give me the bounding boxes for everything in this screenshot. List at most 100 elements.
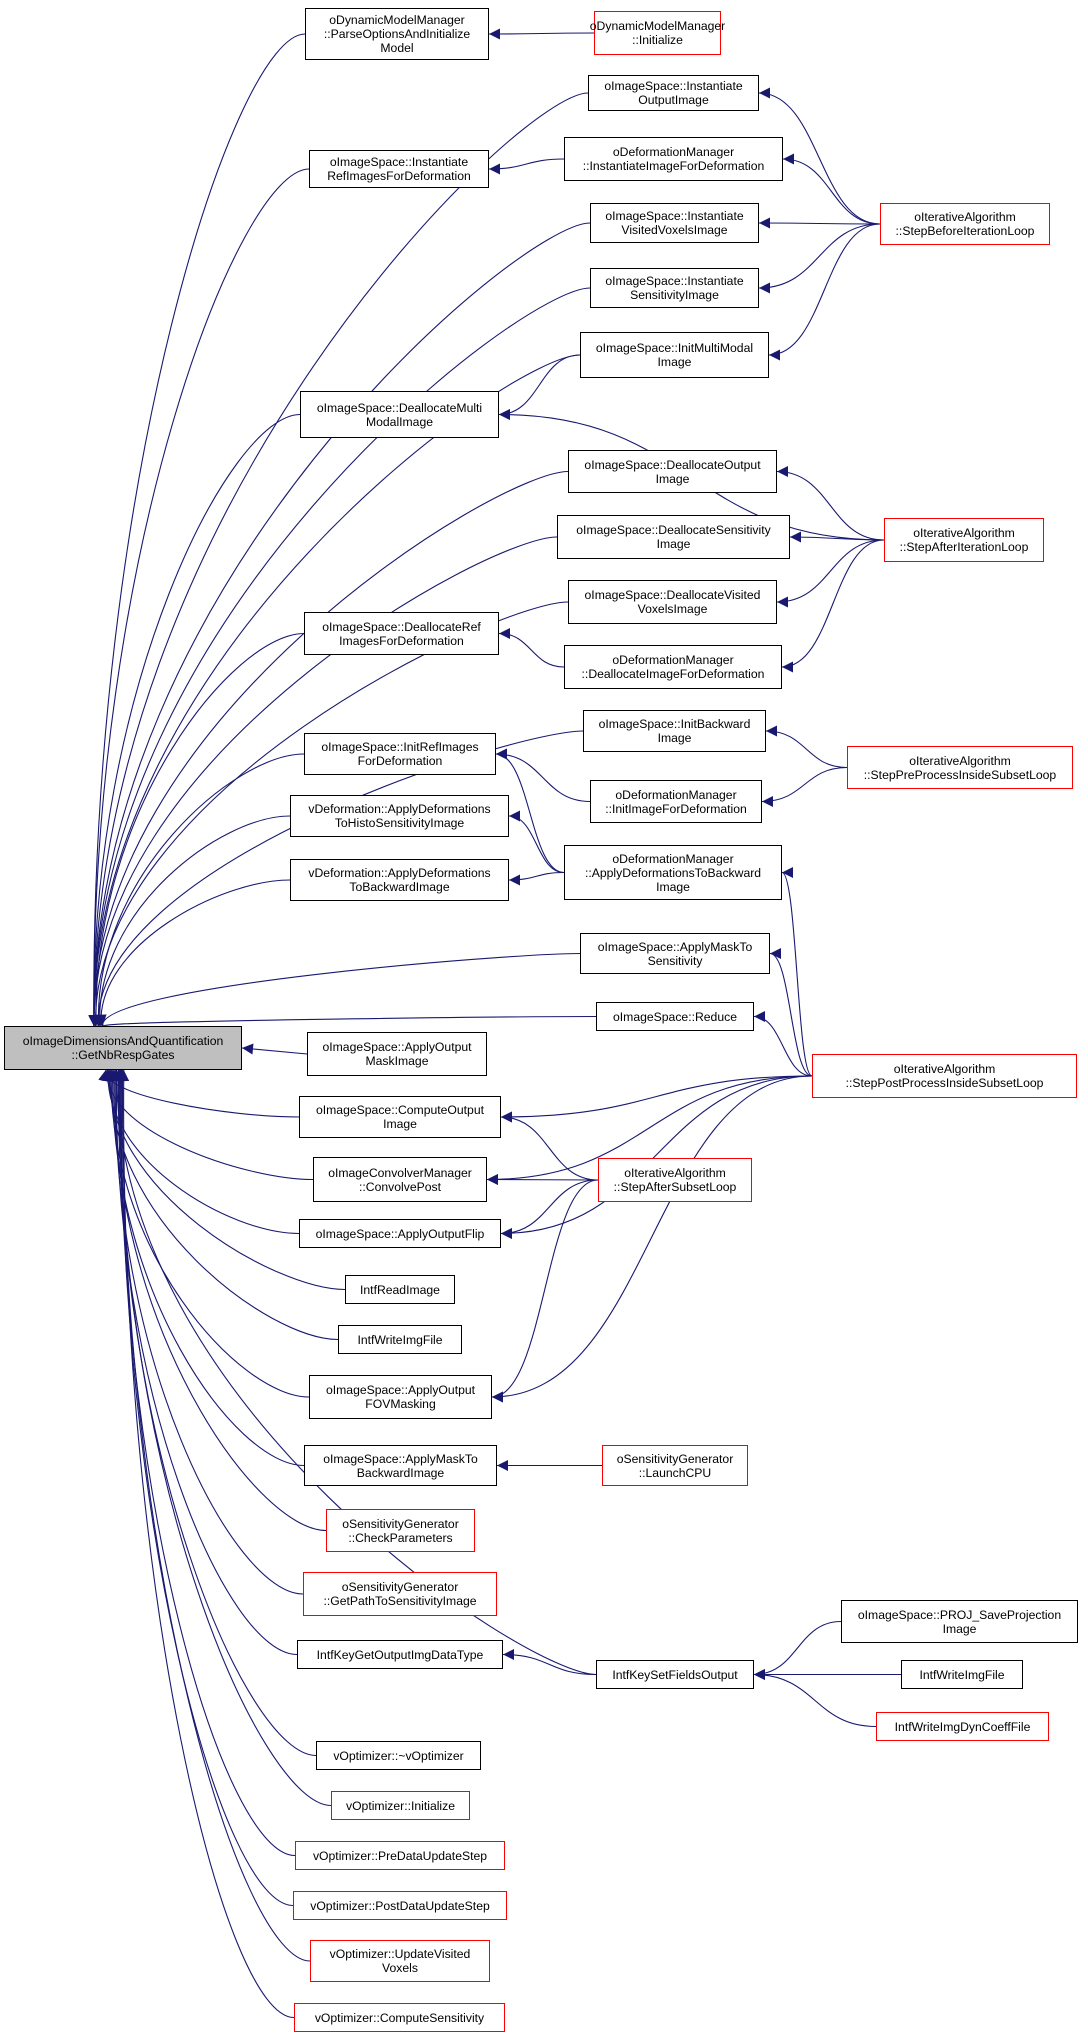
graph-node-n-inst-sens[interactable]: oImageSpace::Instantiate SensitivityImag… <box>590 268 759 308</box>
edge-n_postproc-to-n_outflip <box>500 1075 813 1239</box>
graph-node-n-writedyn[interactable]: IntfWriteImgDynCoeffFile <box>876 1712 1049 1741</box>
edge-n_keyset-to-root <box>111 1069 597 1676</box>
edge-n_dealloc_mm-to-root <box>88 413 301 1027</box>
edge-n_dealloc_sens-to-root <box>88 536 558 1027</box>
edge-n_aftersub-to-n_fov <box>491 1179 599 1403</box>
edge-n_inst_ref-to-root <box>88 168 310 1027</box>
edge-n_postproc-to-n_convpost <box>486 1075 813 1185</box>
edge-n_inst_sens-to-root <box>88 287 591 1027</box>
edge-n_after-to-n_dealloc_out <box>776 466 885 541</box>
edge-n_before-to-n_inst_sens <box>758 223 881 294</box>
edge-n_dm_apply-to-n_vdef_back <box>508 871 565 886</box>
graph-node-n-after[interactable]: oIterativeAlgorithm ::StepAfterIteration… <box>884 518 1044 562</box>
graph-node-n-inst-ref[interactable]: oImageSpace::Instantiate RefImagesForDef… <box>309 150 489 188</box>
graph-node-n-dmm-init[interactable]: oDynamicModelManager ::Initialize <box>590 11 725 55</box>
edge-n_before-to-n_initmm <box>768 223 881 361</box>
edge-n_postproc-to-n_masksens <box>769 948 813 1077</box>
edge-n_proj_save-to-n_keyset <box>753 1620 842 1680</box>
edge-n_before-to-n_inst_vis <box>758 217 881 229</box>
edge-n_parseopt-to-root <box>88 33 306 1027</box>
graph-node-n-dealloc-ref[interactable]: oImageSpace::DeallocateRef ImagesForDefo… <box>304 612 499 655</box>
graph-node-n-dm-initimg[interactable]: oDeformationManager ::InitImageForDeform… <box>590 780 762 823</box>
edge-n_aftersub-to-n_compout <box>500 1111 599 1181</box>
edge-n_vopt_comp-to-root <box>118 1069 295 2019</box>
graph-node-n-preproc[interactable]: oIterativeAlgorithm ::StepPreProcessInsi… <box>847 746 1073 789</box>
graph-node-n-postproc[interactable]: oIterativeAlgorithm ::StepPostProcessIns… <box>812 1054 1077 1098</box>
edge-n_writedyn-to-n_keyset <box>753 1669 877 1728</box>
edge-n_aftersub-to-n_outflip <box>500 1179 599 1239</box>
graph-node-n-initback[interactable]: oImageSpace::InitBackward Image <box>583 710 766 752</box>
edge-n_postproc-to-n_fov <box>491 1075 813 1403</box>
graph-node-n-initref[interactable]: oImageSpace::InitRefImages ForDeformatio… <box>304 733 496 775</box>
graph-node-n-keyset[interactable]: IntfKeySetFieldsOutput <box>596 1660 754 1689</box>
graph-node-n-dealloc-vis[interactable]: oImageSpace::DeallocateVisited VoxelsIma… <box>568 580 777 624</box>
graph-node-root: oImageDimensionsAndQuantification ::GetN… <box>4 1026 242 1070</box>
graph-node-n-initmm[interactable]: oImageSpace::InitMultiModal Image <box>580 332 769 378</box>
graph-node-n-vopt-dtor[interactable]: vOptimizer::~vOptimizer <box>316 1741 481 1770</box>
edge-n_postproc-to-n_compout <box>500 1075 813 1123</box>
edge-n_before-to-n_inst_out <box>758 87 881 225</box>
graph-node-n-readimg[interactable]: IntfReadImage <box>345 1275 455 1304</box>
graph-node-n-dm-inst[interactable]: oDeformationManager ::InstantiateImageFo… <box>564 137 783 181</box>
edge-n_dealloc_ref-to-root <box>90 632 305 1027</box>
graph-node-n-compout[interactable]: oImageSpace::ComputeOutput Image <box>299 1096 501 1138</box>
graph-node-n-masksens[interactable]: oImageSpace::ApplyMaskTo Sensitivity <box>580 933 770 974</box>
edge-n_inst_vis-to-root <box>88 222 591 1027</box>
edge-n_postproc-to-n_reduce <box>753 1011 813 1077</box>
graph-node-n-inst-out[interactable]: oImageSpace::Instantiate OutputImage <box>588 75 759 111</box>
graph-node-n-dealloc-mm[interactable]: oImageSpace::DeallocateMulti ModalImage <box>300 391 499 438</box>
edge-n_inst_out-to-root <box>88 92 589 1027</box>
graph-node-n-parseopt[interactable]: oDynamicModelManager ::ParseOptionsAndIn… <box>305 8 489 60</box>
edge-n_dmm_init-to-n_parseopt <box>488 28 595 40</box>
edge-n_reduce-to-root <box>92 1014 597 1027</box>
edge-n_dm_dealloc-to-n_dealloc_ref <box>498 628 565 668</box>
graph-node-n-keyget[interactable]: IntfKeyGetOutputImgDataType <box>297 1640 503 1669</box>
edge-n_preproc-to-n_dm_initimg <box>761 766 848 807</box>
graph-node-n-outmask[interactable]: oImageSpace::ApplyOutput MaskImage <box>307 1032 487 1076</box>
graph-node-n-aftersub[interactable]: oIterativeAlgorithm ::StepAfterSubsetLoo… <box>598 1158 752 1202</box>
edge-n_after-to-n_dm_dealloc <box>781 539 885 673</box>
edge-n_before-to-n_dm_inst <box>782 153 881 225</box>
graph-node-n-vdef-histo[interactable]: vDeformation::ApplyDeformations ToHistoS… <box>290 795 509 837</box>
graph-node-n-vopt-init[interactable]: vOptimizer::Initialize <box>331 1791 470 1820</box>
graph-node-n-before[interactable]: oIterativeAlgorithm ::StepBeforeIteratio… <box>880 203 1050 245</box>
edge-n_initref-to-root <box>92 753 305 1027</box>
edge-n_preproc-to-n_initback <box>765 725 848 769</box>
graph-node-n-fov[interactable]: oImageSpace::ApplyOutput FOVMasking <box>309 1375 492 1419</box>
edge-n_dm_initimg-to-n_initref <box>495 748 591 803</box>
graph-node-n-getpath[interactable]: oSensitivityGenerator ::GetPathToSensiti… <box>303 1572 497 1616</box>
edge-n_keyset-to-n_keyget <box>502 1649 597 1676</box>
graph-node-n-writeimg[interactable]: IntfWriteImgFile <box>338 1325 462 1354</box>
graph-node-n-outflip[interactable]: oImageSpace::ApplyOutputFlip <box>299 1219 501 1248</box>
edge-n_keyget-to-root <box>110 1069 298 1656</box>
edge-n_initmm-to-n_dealloc_mm <box>498 354 581 420</box>
graph-node-n-vdef-back[interactable]: vDeformation::ApplyDeformations ToBackwa… <box>290 859 509 901</box>
edge-n_dealloc_out-to-root <box>88 470 569 1027</box>
edge-n_dm_apply-to-n_vdef_histo <box>508 810 565 874</box>
graph-node-n-maskback[interactable]: oImageSpace::ApplyMaskTo BackwardImage <box>304 1445 497 1486</box>
graph-node-n-convpost[interactable]: oImageConvolverManager ::ConvolvePost <box>313 1157 487 1202</box>
graph-node-n-checkparam[interactable]: oSensitivityGenerator ::CheckParameters <box>326 1509 475 1552</box>
graph-node-n-dm-apply[interactable]: oDeformationManager ::ApplyDeformationsT… <box>564 845 782 900</box>
graph-node-n-vopt-upd[interactable]: vOptimizer::UpdateVisited Voxels <box>310 1940 490 1982</box>
graph-node-n-writeimg2[interactable]: IntfWriteImgFile <box>901 1660 1023 1689</box>
edge-n_outmask-to-root <box>241 1043 308 1055</box>
graph-node-n-vopt-pre[interactable]: vOptimizer::PreDataUpdateStep <box>295 1841 505 1870</box>
edge-n_vdef_histo-to-root <box>93 815 291 1027</box>
edge-n_after-to-n_dealloc_sens <box>789 531 885 543</box>
graph-node-n-proj-save[interactable]: oImageSpace::PROJ_SaveProjection Image <box>841 1600 1078 1643</box>
edge-n_dealloc_vis-to-root <box>89 601 569 1027</box>
edge-n_aftersub-to-n_convpost <box>486 1174 599 1186</box>
edge-n_dm_inst-to-n_inst_ref <box>488 158 565 175</box>
graph-node-n-dealloc-out[interactable]: oImageSpace::DeallocateOutput Image <box>568 450 777 493</box>
graph-node-n-dm-dealloc[interactable]: oDeformationManager ::DeallocateImageFor… <box>564 645 782 689</box>
graph-node-n-reduce[interactable]: oImageSpace::Reduce <box>596 1002 754 1031</box>
graph-node-n-dealloc-sens[interactable]: oImageSpace::DeallocateSensitivity Image <box>557 515 790 559</box>
graph-node-n-vopt-post[interactable]: vOptimizer::PostDataUpdateStep <box>293 1891 507 1920</box>
graph-node-n-launchcpu[interactable]: oSensitivityGenerator ::LaunchCPU <box>602 1445 748 1486</box>
graph-node-n-inst-vis[interactable]: oImageSpace::Instantiate VisitedVoxelsIm… <box>590 203 759 243</box>
edge-n_dm_apply-to-n_initref <box>495 748 565 874</box>
graph-node-n-vopt-comp[interactable]: vOptimizer::ComputeSensitivity <box>294 2003 505 2032</box>
